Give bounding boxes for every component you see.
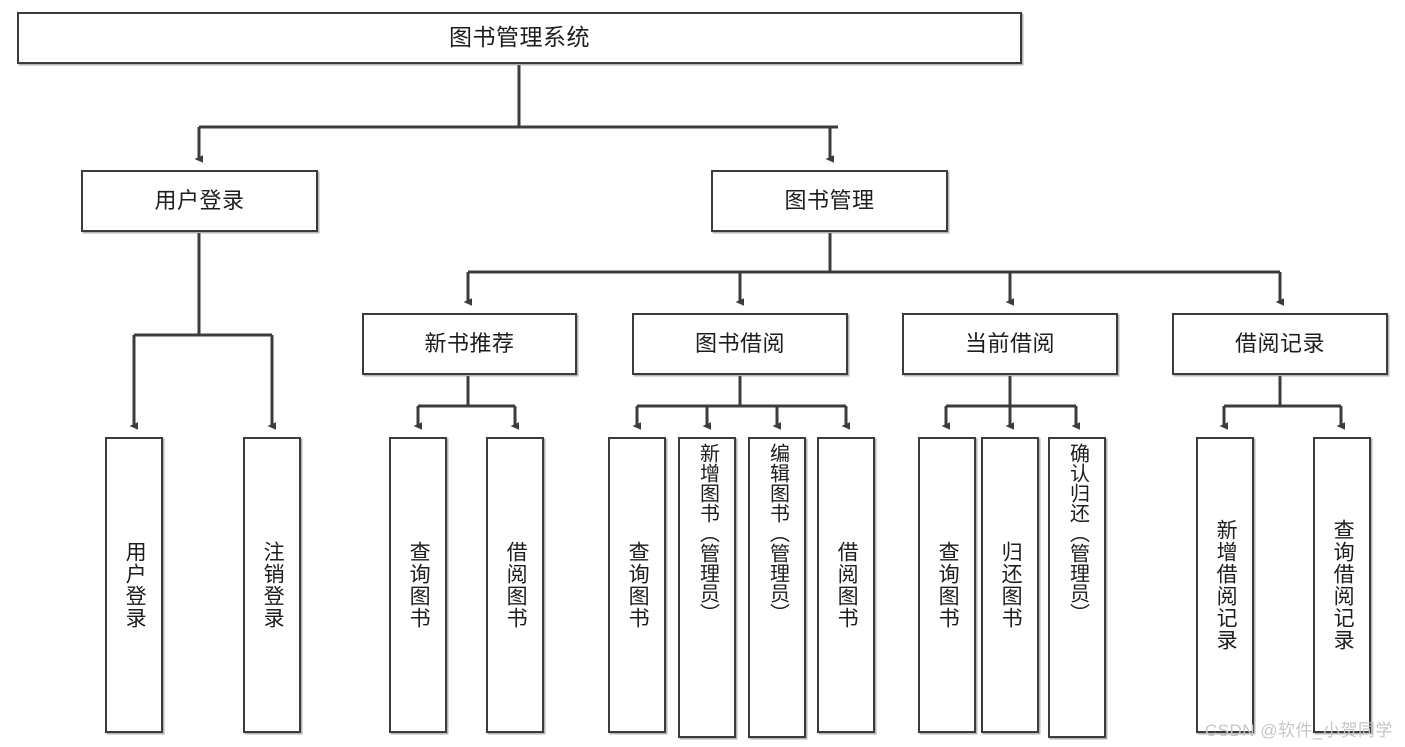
node-leaf-return-book[interactable]: 归还图书 bbox=[981, 437, 1039, 733]
node-leaf-user-login[interactable]: 用户登录 bbox=[105, 437, 163, 733]
node-user-login[interactable]: 用户登录 bbox=[81, 170, 318, 232]
node-leaf-borrow-book-2[interactable]: 借阅图书 bbox=[817, 437, 875, 733]
node-borrow-record[interactable]: 借阅记录 bbox=[1172, 313, 1388, 375]
node-book-borrow-label: 图书借阅 bbox=[694, 331, 785, 357]
node-leaf-add-book[interactable]: 新增图书（管理员） bbox=[678, 437, 736, 738]
node-leaf-query-book-1[interactable]: 查询图书 bbox=[389, 437, 447, 733]
node-leaf-query-book-3[interactable]: 查询图书 bbox=[918, 437, 976, 733]
node-leaf-confirm-return[interactable]: 确认归还（管理员） bbox=[1048, 437, 1106, 738]
node-leaf-edit-book-label: 编辑图书（管理员） bbox=[766, 443, 789, 623]
watermark-text: CSDN @软件_小贺同学 bbox=[1204, 721, 1393, 740]
node-leaf-query-book-1-label: 查询图书 bbox=[407, 541, 431, 629]
node-leaf-borrow-book-1-label: 借阅图书 bbox=[504, 541, 528, 629]
node-leaf-borrow-book-2-label: 借阅图书 bbox=[835, 541, 859, 629]
node-leaf-query-book-2-label: 查询图书 bbox=[626, 541, 650, 629]
node-leaf-query-book-3-label: 查询图书 bbox=[936, 541, 960, 629]
node-leaf-user-login-label: 用户登录 bbox=[123, 541, 147, 629]
node-current-borrow[interactable]: 当前借阅 bbox=[902, 313, 1118, 375]
node-leaf-logout-label: 注销登录 bbox=[261, 541, 285, 629]
node-leaf-add-record[interactable]: 新增借阅记录 bbox=[1196, 437, 1254, 733]
node-current-borrow-label: 当前借阅 bbox=[964, 331, 1055, 357]
node-book-borrow[interactable]: 图书借阅 bbox=[632, 313, 848, 375]
node-book-manage[interactable]: 图书管理 bbox=[711, 170, 948, 232]
node-leaf-query-record-label: 查询借阅记录 bbox=[1331, 519, 1355, 651]
node-leaf-add-book-label: 新增图书（管理员） bbox=[696, 443, 719, 623]
node-book-manage-label: 图书管理 bbox=[784, 188, 875, 214]
node-new-book-recommend-label: 新书推荐 bbox=[424, 331, 515, 357]
node-user-login-label: 用户登录 bbox=[154, 188, 245, 214]
node-leaf-logout[interactable]: 注销登录 bbox=[243, 437, 301, 733]
node-root[interactable]: 图书管理系统 bbox=[17, 12, 1022, 64]
node-leaf-confirm-return-label: 确认归还（管理员） bbox=[1066, 443, 1089, 623]
node-borrow-record-label: 借阅记录 bbox=[1234, 331, 1325, 357]
node-leaf-edit-book[interactable]: 编辑图书（管理员） bbox=[748, 437, 806, 738]
node-leaf-borrow-book-1[interactable]: 借阅图书 bbox=[486, 437, 544, 733]
node-leaf-query-book-2[interactable]: 查询图书 bbox=[608, 437, 666, 733]
node-new-book-recommend[interactable]: 新书推荐 bbox=[362, 313, 577, 375]
node-leaf-query-record[interactable]: 查询借阅记录 bbox=[1313, 437, 1371, 733]
node-leaf-return-book-label: 归还图书 bbox=[999, 541, 1023, 629]
node-root-label: 图书管理系统 bbox=[449, 24, 590, 51]
node-leaf-add-record-label: 新增借阅记录 bbox=[1214, 519, 1238, 651]
